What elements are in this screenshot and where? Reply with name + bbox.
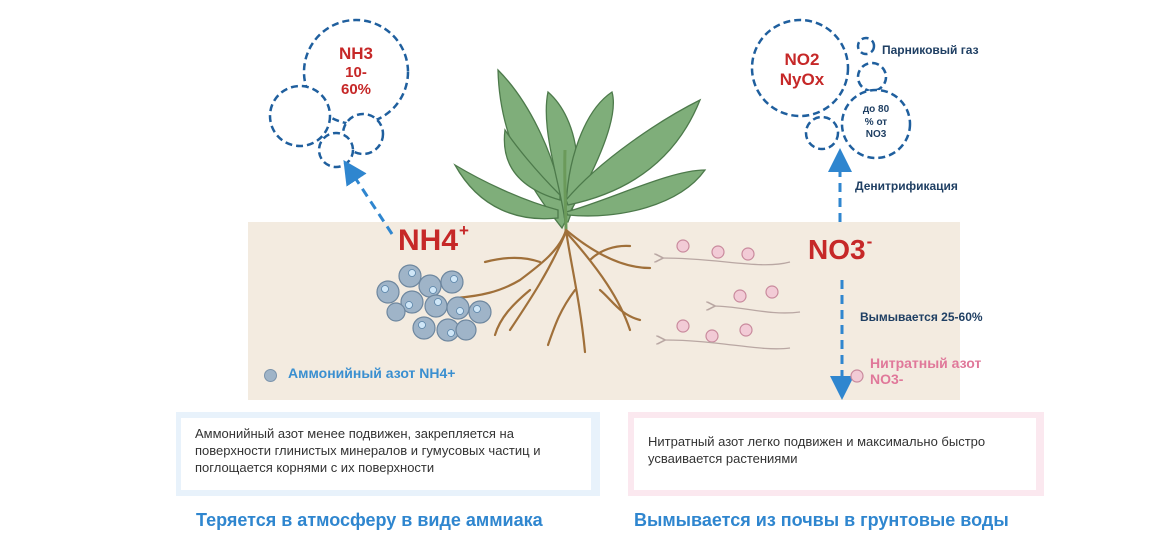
nh4-formula: NH4+	[398, 221, 469, 257]
no3-formula: NO3-	[808, 232, 873, 265]
ammonium-aggregates	[376, 264, 492, 342]
nh3-range: 10-	[345, 63, 367, 81]
pct-line2: % от	[864, 116, 888, 128]
no2-bubble-mid	[856, 61, 888, 93]
plant-roots	[454, 228, 652, 354]
no2-formula: NO2	[784, 50, 820, 69]
nyox-formula: NyOx	[779, 69, 825, 89]
volatilization-arrow	[343, 159, 394, 235]
ammonium-info-text: Аммонийный азот менее подвижен, закрепля…	[195, 426, 541, 475]
nh3-bubble-text: NH3 10- 60%	[326, 44, 386, 98]
nitrate-info-text: Нитратный азот легко подвижен и максимал…	[648, 434, 986, 466]
no2-bubble-text: NO2 NyOx	[767, 50, 837, 89]
nh3-bubble-bottom	[317, 131, 355, 169]
nitrate-legend-dot	[850, 369, 864, 383]
ammonia-loss-title: Теряется в атмосферу в виде аммиака	[196, 510, 543, 530]
nitrate-flow-arrows	[662, 258, 801, 350]
leaching-title: Вымывается из почвы в грунтовые воды	[634, 510, 1009, 530]
nitrate-name: Нитратный азот	[870, 355, 982, 371]
leaching-label: Вымывается 25-60%	[860, 310, 983, 324]
no2-bubble-cluster	[750, 18, 912, 160]
ammonium-info-box-inner	[181, 418, 591, 490]
nitrate-info-box-inner	[634, 418, 1036, 490]
ammonium-legend-label: Аммонийный азот NH4+	[288, 365, 456, 381]
ammonium-ion-dots	[381, 269, 481, 337]
greenhouse-gas-label: Парниковый газ	[882, 43, 979, 57]
no2-bubble-small-top	[856, 36, 876, 56]
no2-bubble-low-left	[804, 115, 840, 151]
nh3-bubble-left	[268, 84, 332, 148]
plant-leaves	[453, 68, 707, 230]
nitrate-nitrogen-label: Нитратный азот NO3-	[870, 355, 981, 387]
nh3-formula: NH3	[338, 44, 373, 63]
pct-line1: до 80	[862, 104, 890, 115]
nitrate-formula: NO3-	[870, 371, 904, 388]
pct-bubble-text: до 80 % от NO3	[848, 104, 904, 142]
denitrification-label: Денитрификация	[855, 179, 958, 193]
pct-bubble	[840, 88, 912, 160]
pct-line3: NO3	[865, 129, 887, 140]
nitrate-particles	[676, 239, 779, 343]
ammonium-legend-dot	[264, 369, 277, 382]
plant-stem	[563, 149, 568, 233]
no2-main-bubble	[750, 18, 850, 118]
nh3-pct: 60%	[340, 80, 372, 98]
nh3-bubble-cluster	[268, 18, 410, 169]
